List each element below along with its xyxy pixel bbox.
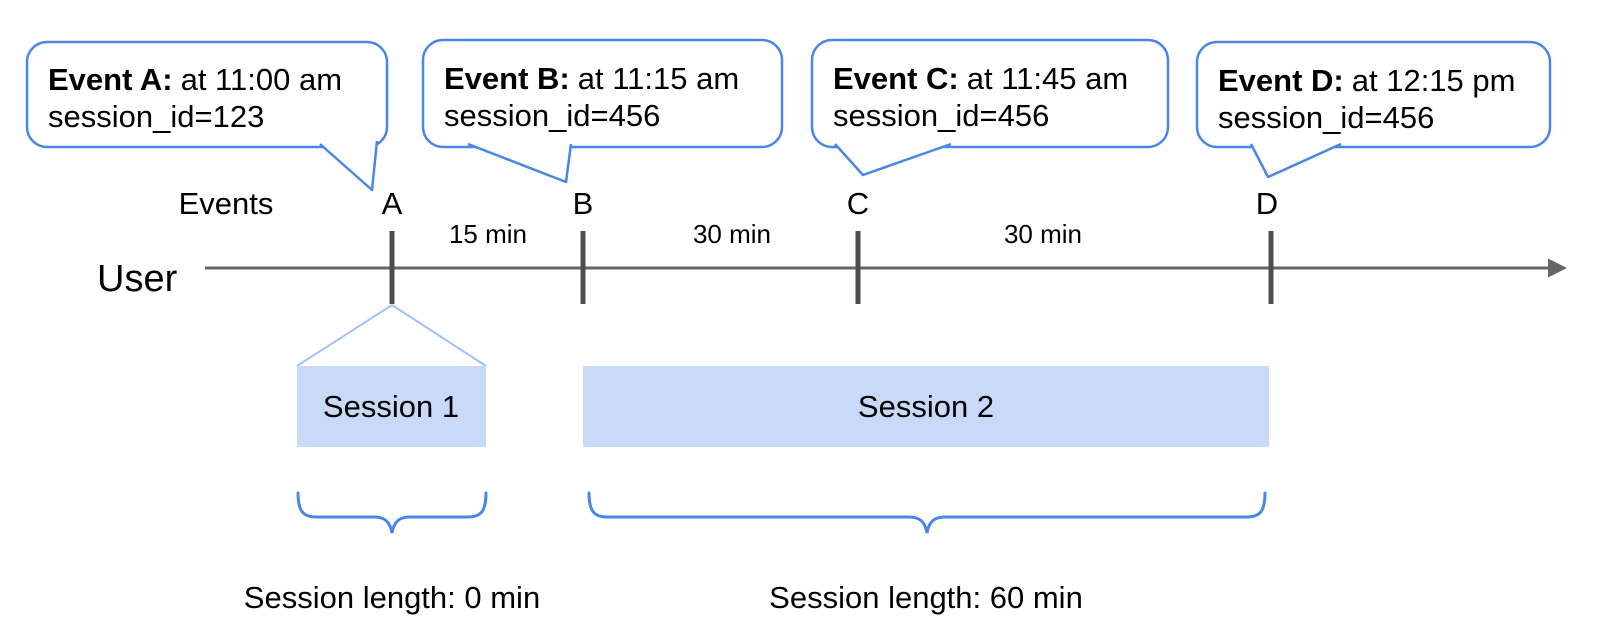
session1-funnel	[296, 304, 487, 367]
interval-c-d: 30 min	[1004, 219, 1082, 249]
session-length-labels: Session length: 0 min Session length: 60…	[244, 580, 1083, 615]
callout-b-bubble	[421, 38, 784, 149]
callout-b-line1: Event B:at 11:15 am	[444, 61, 739, 96]
timeline-arrowhead-icon	[1548, 258, 1567, 278]
callout-c-line2: session_id=456	[833, 98, 1049, 133]
callout-c-line1: Event C:at 11:45 am	[833, 61, 1128, 96]
event-marker-labels: Events A B C D	[179, 186, 1279, 221]
callout-d-tail	[1249, 142, 1342, 179]
session2-length-label: Session length: 60 min	[769, 580, 1083, 615]
interval-a-b: 15 min	[449, 219, 527, 249]
session1-bar	[297, 366, 486, 447]
interval-b-c: 30 min	[693, 219, 771, 249]
marker-c: C	[847, 186, 869, 221]
callout-d-line1: Event D:at 12:15 pm	[1218, 63, 1515, 98]
callout-a-bubble	[25, 40, 389, 149]
callout-a-tail	[319, 140, 379, 192]
callout-c-bubble	[810, 38, 1170, 149]
callout-b-line2: session_id=456	[444, 98, 660, 133]
user-label: User	[97, 258, 178, 300]
session2-bar	[583, 366, 1269, 447]
event-ticks	[389, 231, 1274, 304]
callout-event-d: Event D:at 12:15 pm session_id=456	[1195, 40, 1552, 179]
marker-b: B	[573, 186, 594, 221]
marker-d: D	[1256, 186, 1278, 221]
callout-a-line1: Event A:at 11:00 am	[48, 62, 342, 97]
funnel-line-left	[296, 304, 393, 367]
session2-brace	[587, 491, 1267, 534]
session2-label: Session 2	[858, 389, 994, 424]
callout-event-b: Event B:at 11:15 am session_id=456	[421, 38, 784, 184]
callout-event-a: Event A:at 11:00 am session_id=123	[25, 40, 389, 192]
session1-length-label: Session length: 0 min	[244, 580, 540, 615]
events-label: Events	[179, 186, 274, 221]
user-timeline: User	[97, 258, 1567, 300]
callout-d-bubble	[1195, 40, 1552, 149]
callout-event-c: Event C:at 11:45 am session_id=456	[810, 38, 1170, 177]
marker-a: A	[382, 186, 403, 221]
session1-brace	[296, 491, 488, 534]
callout-c-tail	[834, 142, 952, 177]
callout-d-line2: session_id=456	[1218, 100, 1434, 135]
session-bars: Session 1 Session 2	[297, 366, 1269, 447]
callout-a-line2: session_id=123	[48, 99, 264, 134]
callout-b-tail	[467, 142, 573, 184]
funnel-line-right	[391, 304, 487, 367]
interval-labels: 15 min 30 min 30 min	[449, 219, 1082, 249]
session-braces	[296, 491, 1267, 534]
session1-label: Session 1	[323, 389, 459, 424]
